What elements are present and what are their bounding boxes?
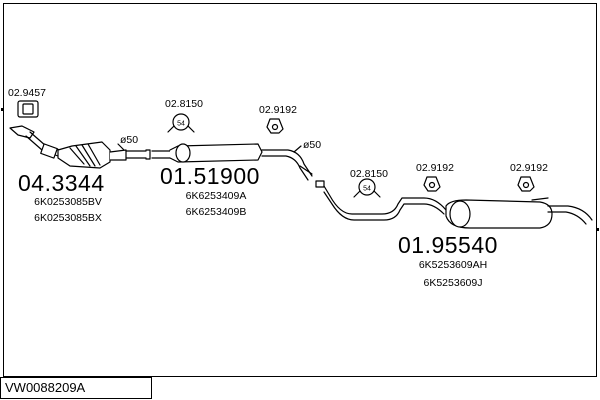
part-reference: 6K0253085BV	[34, 196, 102, 208]
rear-silencer-icon	[445, 197, 593, 229]
diagram-code: VW0088209A	[5, 380, 86, 395]
clamp-number: 02.8150	[350, 168, 388, 180]
part-reference: 6K5253609J	[423, 277, 483, 289]
part-number: 01.51900	[160, 163, 260, 189]
part-reference: 6K0253085BX	[34, 212, 102, 224]
part-reference: 6K5253609AH	[418, 259, 488, 271]
clamp-number: 02.9192	[510, 162, 548, 174]
rubber-hanger-ring-icon	[353, 178, 381, 198]
diagram-frame	[3, 3, 597, 377]
part-reference: 6K6253409B	[185, 206, 247, 218]
gasket-flange-icon	[17, 100, 39, 118]
middle-pipe-icon	[323, 185, 447, 221]
part-number: 04.3344	[18, 170, 105, 196]
part-number: 01.95540	[398, 232, 498, 258]
clamp-number: 02.8150	[165, 98, 203, 110]
diagram-code-box: VW0088209A	[0, 377, 152, 399]
front-silencer-icon	[151, 143, 325, 188]
clamp-number: 02.9457	[8, 87, 46, 99]
hanger-label: 54	[177, 121, 185, 128]
clamp-number: 02.9192	[416, 162, 454, 174]
clamp-bracket-icon	[517, 176, 535, 192]
catalytic-converter-icon	[9, 125, 151, 169]
rubber-hanger-ring-icon	[167, 113, 195, 133]
part-reference: 6K6253409A	[185, 190, 247, 202]
pipe-diameter-label: ø50	[120, 134, 139, 146]
frame-marker-left	[1, 108, 4, 111]
frame-marker-right	[596, 228, 599, 231]
clamp-bracket-icon	[266, 118, 284, 134]
hanger-label: 54	[363, 186, 371, 193]
clamp-bracket-icon	[423, 176, 441, 192]
pipe-diameter-label: ø50	[303, 139, 322, 151]
clamp-number: 02.9192	[259, 104, 297, 116]
